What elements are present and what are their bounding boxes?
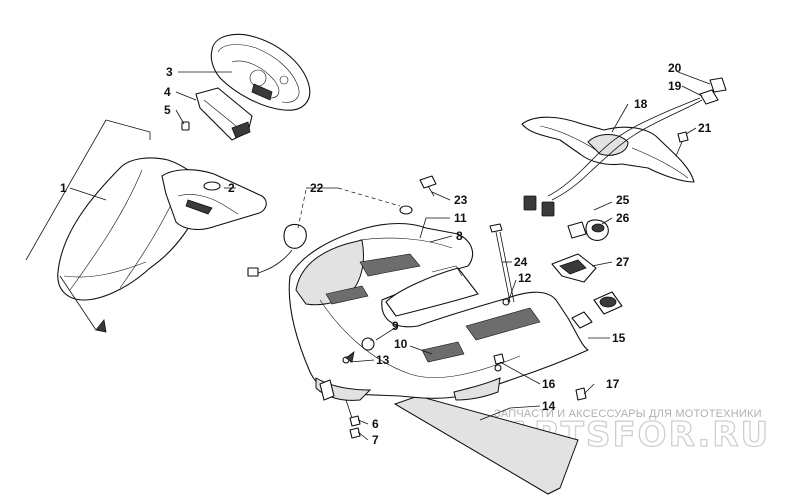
callout-3: 3 — [166, 65, 173, 79]
main-dash-panel[interactable] — [288, 222, 589, 401]
callout-21: 21 — [698, 121, 712, 135]
part-23-screw[interactable] — [399, 175, 437, 215]
part-2-bracket[interactable] — [161, 169, 267, 231]
callout-27: 27 — [616, 255, 630, 269]
watermark-tagline: ЗАПЧАСТИ И АКСЕССУАРЫ ДЛЯ МОТОТЕХНИКИ — [494, 408, 762, 420]
part-16-17-screws[interactable] — [493, 353, 587, 401]
part-15-connectors[interactable] — [571, 291, 623, 329]
callout-17: 17 — [606, 377, 620, 391]
callout-15: 15 — [612, 331, 626, 345]
part-19-20-switch-harness[interactable] — [523, 77, 727, 217]
callout-2: 2 — [228, 181, 235, 195]
callout-18: 18 — [634, 97, 648, 111]
callout-22: 22 — [310, 181, 324, 195]
part-21-screw[interactable] — [675, 131, 689, 157]
part-6-7-screws[interactable] — [345, 399, 361, 439]
part-18-handlebar-cover[interactable] — [521, 116, 695, 183]
callout-26: 26 — [616, 211, 630, 225]
arrow-marker-icon — [345, 351, 355, 363]
callout-labels: 3 4 5 1 2 20 19 18 21 22 23 11 8 24 12 2… — [60, 61, 712, 447]
callout-9: 9 — [392, 319, 399, 333]
callout-11: 11 — [454, 211, 467, 225]
callout-23: 23 — [454, 193, 468, 207]
callout-6: 6 — [372, 417, 379, 431]
callout-4: 4 — [164, 85, 171, 99]
callout-19: 19 — [668, 79, 682, 93]
part-5-fastener[interactable] — [181, 121, 190, 131]
callout-7: 7 — [372, 433, 379, 447]
part-25-26-key-switch[interactable] — [567, 219, 609, 241]
callout-5: 5 — [164, 103, 171, 117]
callout-16: 16 — [542, 377, 556, 391]
callout-24: 24 — [514, 255, 528, 269]
part-27-bracket[interactable] — [551, 253, 597, 283]
callout-1: 1 — [60, 181, 67, 195]
part-4-gauge-bracket[interactable] — [195, 87, 253, 141]
callout-12: 12 — [518, 271, 532, 285]
callout-10: 10 — [394, 337, 408, 351]
callout-13: 13 — [376, 353, 390, 367]
callout-14: 14 — [542, 399, 556, 413]
arrow-marker-icon — [95, 319, 107, 333]
callout-20: 20 — [668, 61, 682, 75]
callout-8: 8 — [456, 229, 463, 243]
leader-lines — [25, 71, 711, 441]
part-22-socket[interactable] — [247, 223, 307, 277]
part-3-gauge[interactable] — [210, 33, 311, 111]
callout-25: 25 — [616, 193, 630, 207]
part-24-bolt[interactable] — [489, 223, 515, 303]
